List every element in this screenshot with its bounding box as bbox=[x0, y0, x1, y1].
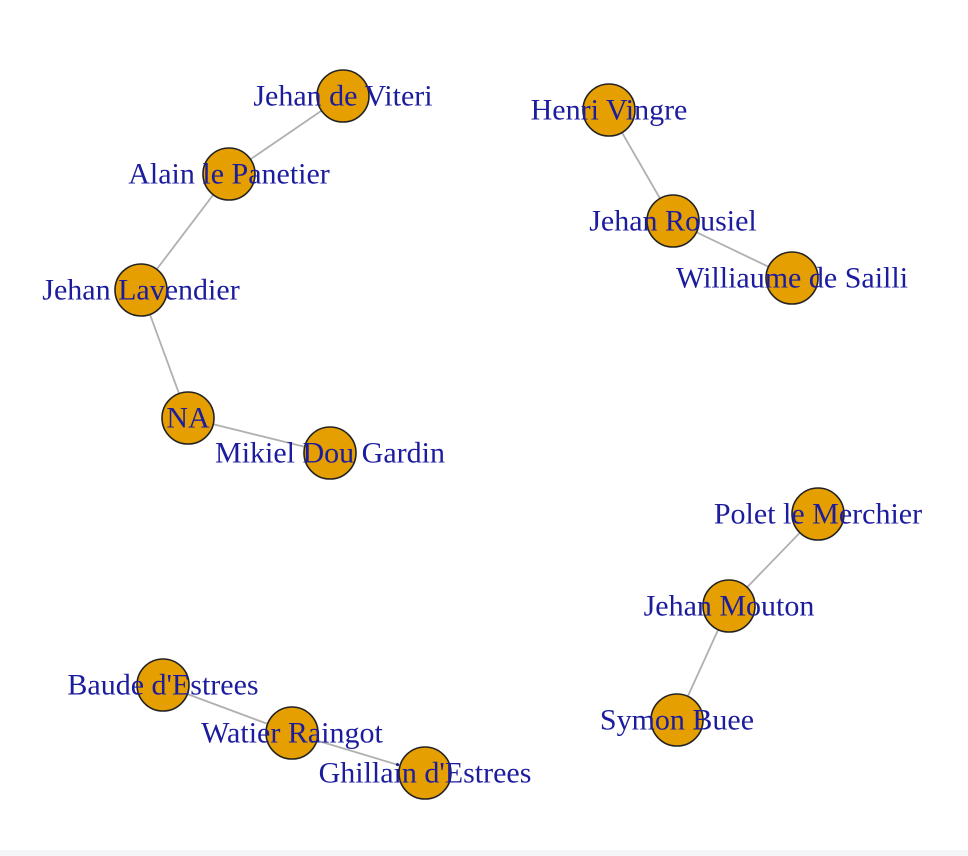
node-williaume-de-sailli[interactable] bbox=[765, 251, 819, 305]
node-label-henri-vingre: Henri Vingre bbox=[531, 94, 688, 127]
bottom-strip bbox=[0, 850, 968, 856]
node-jehan-lavendier[interactable] bbox=[114, 263, 168, 317]
node-alain-le-panetier[interactable] bbox=[202, 147, 256, 201]
node-label-symon-buee: Symon Buee bbox=[600, 704, 754, 737]
node-henri-vingre[interactable] bbox=[582, 83, 636, 137]
node-label-jehan-de-viteri: Jehan de Viteri bbox=[253, 80, 432, 113]
node-label-watier-raingot: Watier Raingot bbox=[201, 717, 383, 750]
node-ghillain-destrees[interactable] bbox=[398, 746, 452, 800]
node-label-williaume-de-sailli: Williaume de Sailli bbox=[676, 262, 908, 295]
nodes-layer bbox=[114, 69, 845, 800]
node-label-jehan-lavendier: Jehan Lavendier bbox=[42, 274, 239, 307]
node-jehan-mouton[interactable] bbox=[702, 579, 756, 633]
node-label-mikiel-dou-gardin: Mikiel Dou Gardin bbox=[215, 437, 445, 470]
node-symon-buee[interactable] bbox=[650, 693, 704, 747]
node-jehan-rousiel[interactable] bbox=[646, 194, 700, 248]
node-watier-raingot[interactable] bbox=[265, 706, 319, 760]
node-label-ghillain-destrees: Ghillain d'Estrees bbox=[319, 757, 532, 790]
node-jehan-de-viteri[interactable] bbox=[316, 69, 370, 123]
node-na[interactable] bbox=[161, 391, 215, 445]
node-label-jehan-mouton: Jehan Mouton bbox=[644, 590, 815, 623]
node-mikiel-dou-gardin[interactable] bbox=[303, 426, 357, 480]
node-label-baude-destrees: Baude d'Estrees bbox=[67, 669, 258, 702]
node-label-alain-le-panetier: Alain le Panetier bbox=[128, 158, 330, 191]
node-label-na: NA bbox=[166, 402, 210, 435]
node-label-jehan-rousiel: Jehan Rousiel bbox=[589, 205, 756, 238]
node-baude-destrees[interactable] bbox=[136, 658, 190, 712]
node-polet-le-merchier[interactable] bbox=[791, 487, 845, 541]
node-label-polet-le-merchier: Polet le Merchier bbox=[714, 498, 922, 531]
